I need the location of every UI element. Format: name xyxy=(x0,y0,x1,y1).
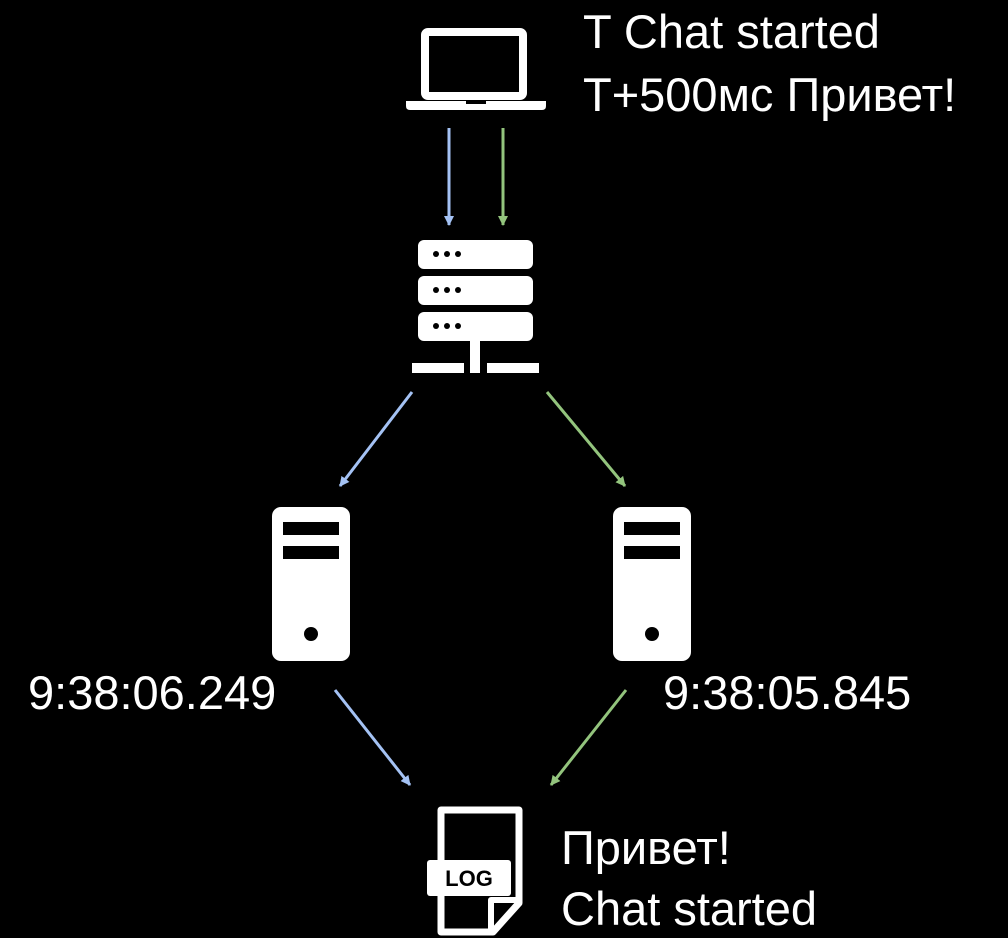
server-rack-icon xyxy=(412,240,539,373)
log-entry-line-2: Chat started xyxy=(561,882,817,935)
client-message-line-2: T+500мс Привет! xyxy=(583,68,956,121)
arrow-left-server-to-log xyxy=(333,689,412,786)
arrow-balancer-to-right-server xyxy=(545,391,627,487)
right-tower-server-icon xyxy=(613,507,691,661)
left-tower-server-icon xyxy=(272,507,350,661)
left-server-timestamp: 9:38:06.249 xyxy=(28,666,276,719)
log-file-icon: LOG xyxy=(427,806,523,936)
right-server-timestamp: 9:38:05.845 xyxy=(663,666,911,719)
arrow-balancer-to-left-server xyxy=(338,391,414,487)
log-badge-label: LOG xyxy=(445,866,493,891)
client-message-line-1: T Chat started xyxy=(583,5,880,58)
laptop-icon xyxy=(406,28,546,110)
arrow-right-server-to-log xyxy=(549,689,628,786)
log-entry-line-1: Привет! xyxy=(561,821,731,874)
